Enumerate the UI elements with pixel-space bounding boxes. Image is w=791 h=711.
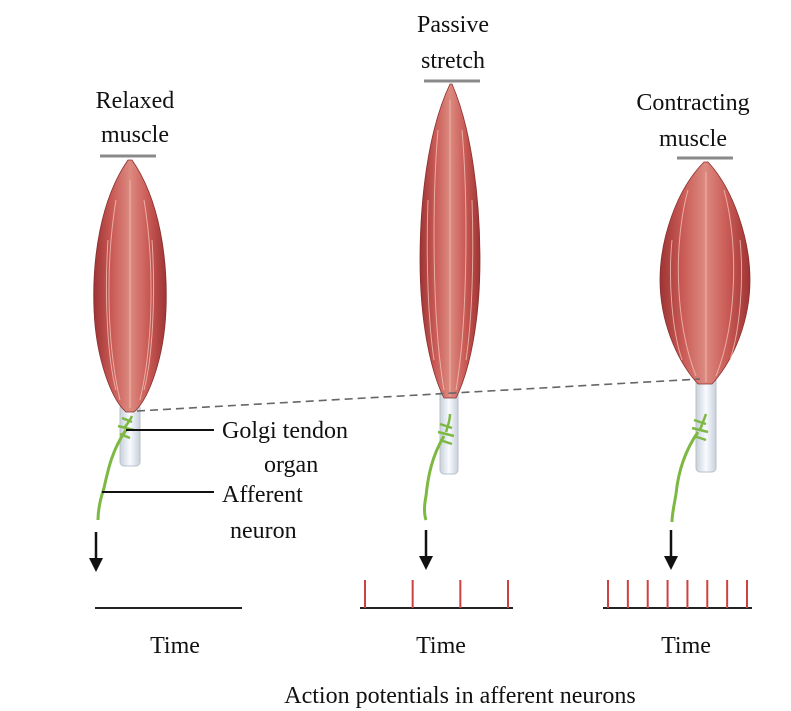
- passive-time-label: Time: [416, 633, 466, 659]
- passive-golgi-organ: [437, 413, 455, 446]
- contracting-muscle-fibers: [669, 172, 743, 382]
- golgi-label-line-1: Golgi tendon: [222, 418, 348, 444]
- contracting-time-label: Time: [661, 633, 711, 659]
- afferent-label-line-1: Afferent: [222, 482, 303, 508]
- relaxed-label-line-1: Relaxed: [96, 88, 175, 114]
- relaxed-panel: Relaxed muscle Time: [89, 88, 242, 659]
- contracting-muscle: [659, 161, 751, 385]
- contracting-label-line-1: Contracting: [636, 90, 749, 116]
- relaxed-label-line-2: muscle: [101, 122, 169, 148]
- passive-spikes: [364, 580, 509, 608]
- relaxed-golgi-organ: [117, 415, 135, 440]
- passive-panel: Passive stretch Time: [360, 12, 513, 659]
- passive-muscle-fibers: [426, 100, 474, 396]
- contracting-golgi-organ: [691, 413, 709, 442]
- contracting-panel: Contracting muscle Time: [603, 90, 752, 659]
- passive-label-line-1: Passive: [417, 12, 489, 38]
- golgi-label-line-2: organ: [264, 452, 318, 478]
- contracting-spikes: [607, 580, 748, 608]
- relaxed-muscle-fibers: [105, 180, 155, 408]
- contracting-afferent-neuron: [670, 431, 700, 523]
- junction-dashed-line: [136, 378, 701, 412]
- contracting-label-line-2: muscle: [659, 126, 727, 152]
- passive-afferent-neuron: [423, 435, 446, 521]
- afferent-label-line-2: neuron: [230, 518, 297, 544]
- passive-label-line-2: stretch: [421, 48, 485, 74]
- relaxed-arrow-head: [89, 558, 103, 572]
- relaxed-time-label: Time: [150, 633, 200, 659]
- caption: Action potentials in afferent neurons: [284, 683, 635, 709]
- passive-arrow-head: [419, 556, 433, 570]
- relaxed-afferent-neuron: [96, 429, 128, 521]
- contracting-arrow-head: [664, 556, 678, 570]
